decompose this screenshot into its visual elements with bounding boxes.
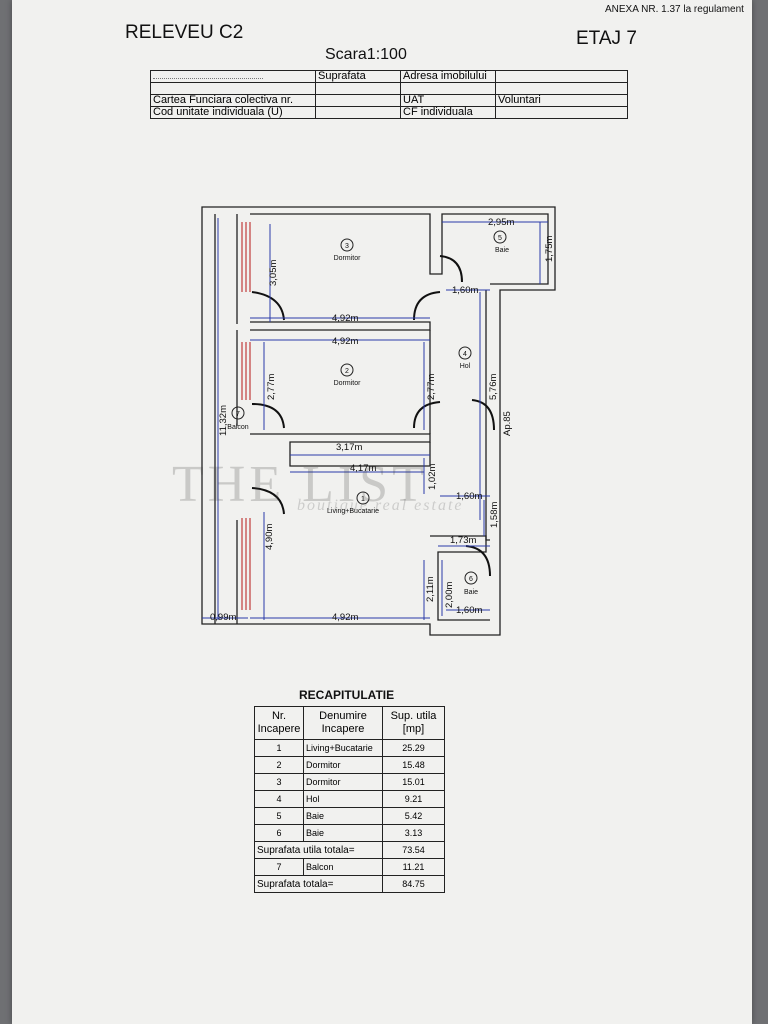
room-marker: 5 — [498, 235, 502, 242]
table-row: 5 Baie 5.42 — [254, 807, 445, 825]
dimension-label: 1,60m — [452, 285, 478, 296]
row-nr: 1 — [254, 739, 304, 757]
row-nr: 6 — [254, 824, 304, 842]
dimension-label: 4,92m — [332, 313, 358, 324]
row-name: Hol — [303, 790, 383, 808]
row-nr: 7 — [254, 858, 304, 876]
row-area: 11.21 — [382, 858, 445, 876]
room-marker: 4 — [463, 351, 467, 358]
row-nr: 2 — [254, 756, 304, 774]
scale-label: Scara1:100 — [325, 46, 407, 63]
row-name: Baie — [303, 824, 383, 842]
document-sheet: ANEXA NR. 1.37 la regulament RELEVEU C2 … — [12, 0, 752, 1024]
room-marker: 7 — [236, 411, 240, 418]
room-marker: 1 — [361, 496, 365, 503]
table-row: 2 Dormitor 15.48 — [254, 756, 445, 774]
cf-individuala-label: CF individuala — [400, 106, 496, 119]
dimension-label: 0,99m — [210, 612, 236, 623]
watermark-tagline: boutique real estate — [297, 497, 464, 514]
subtotal-label: Suprafata utila totala= — [254, 841, 383, 859]
dimension-label: 4,17m — [350, 463, 376, 474]
subtotal-value: 73.54 — [382, 841, 445, 859]
dimension-label: 2,77m — [266, 374, 277, 400]
room-marker: 2 — [345, 368, 349, 375]
row-area: 5.42 — [382, 807, 445, 825]
dimension-label: 1,02m — [427, 464, 438, 490]
dimension-label: 1,60m — [456, 491, 482, 502]
row-area: 9.21 — [382, 790, 445, 808]
room-label: Dormitor — [334, 255, 362, 262]
total-value: 84.75 — [382, 875, 445, 893]
row-nr: 4 — [254, 790, 304, 808]
room-label: Hol — [460, 363, 471, 370]
row-nr: 5 — [254, 807, 304, 825]
dimension-label: 4,90m — [264, 524, 275, 550]
room-marker: 3 — [345, 243, 349, 250]
row-name: Dormitor — [303, 773, 383, 791]
page-title: RELEVEU C2 — [125, 22, 244, 43]
dimension-label: 5,76m — [488, 374, 499, 400]
suprafata-label: Suprafata — [315, 70, 401, 83]
row-area: 15.48 — [382, 756, 445, 774]
table-row: 7 Balcon 11.21 — [254, 858, 445, 876]
room-label: Baie — [495, 247, 509, 254]
table-row: 1 Living+Bucatarie 25.29 — [254, 739, 445, 757]
adresa-label: Adresa imobilului — [400, 70, 496, 83]
row-name: Baie — [303, 807, 383, 825]
table-row: 4 Hol 9.21 — [254, 790, 445, 808]
dimension-label: Ap.85 — [502, 411, 513, 436]
room-label: Dormitor — [334, 380, 362, 387]
row-name: Balcon — [303, 858, 383, 876]
col-sup-header: Sup. utila [mp] — [382, 706, 445, 740]
row-area: 3.13 — [382, 824, 445, 842]
room-label: Baie — [464, 589, 478, 596]
carte-funciara-label: Cartea Funciara colectiva nr. — [150, 94, 316, 107]
dimension-label: 4,92m — [332, 612, 358, 623]
dimension-label: 1,60m — [456, 605, 482, 616]
uat-value: Voluntari — [495, 94, 628, 107]
outer-wall — [201, 206, 556, 636]
total-row: Suprafata totala= 84.75 — [254, 875, 445, 893]
recap-table: Nr. Incapere Denumire Incapere Sup. util… — [254, 706, 445, 893]
room-marker: 6 — [469, 576, 473, 583]
watermark-logo: THE LIST — [172, 456, 428, 513]
uat-label: UAT — [400, 94, 496, 107]
dimension-label: 3,17m — [336, 442, 362, 453]
dimension-label: 2,95m — [488, 217, 514, 228]
recap-title: RECAPITULATIE — [299, 688, 395, 702]
table-row: 6 Baie 3.13 — [254, 824, 445, 842]
row-area: 15.01 — [382, 773, 445, 791]
dimension-label: 1,58m — [489, 502, 500, 528]
dimension-label: 4,92m — [332, 336, 358, 347]
cod-unitate-label: Cod unitate individuala (U) — [150, 106, 316, 119]
col-denumire-header: Denumire Incapere — [303, 706, 383, 740]
dimension-label: 1,75m — [544, 236, 555, 262]
row-area: 25.29 — [382, 739, 445, 757]
col-nr-header: Nr. Incapere — [254, 706, 304, 740]
dimension-label: 2,11m — [425, 576, 436, 602]
total-label: Suprafata totala= — [254, 875, 383, 893]
row-name: Dormitor — [303, 756, 383, 774]
dimension-label: 11,32m — [218, 405, 229, 436]
row-name: Living+Bucatarie — [303, 739, 383, 757]
dimension-label: 1,73m — [450, 535, 476, 546]
floor-plan: 3 Dormitor 5 Baie 2 Dormitor 4 Hol 7 Bal… — [201, 206, 556, 636]
table-row: 3 Dormitor 15.01 — [254, 773, 445, 791]
dimension-label: 3,05m — [268, 260, 279, 286]
floor-label: ETAJ 7 — [576, 28, 637, 49]
dimension-label: 2,77m — [426, 374, 437, 400]
room-label: Balcon — [227, 424, 249, 431]
subtotal-row: Suprafata utila totala= 73.54 — [254, 841, 445, 859]
annex-note: ANEXA NR. 1.37 la regulament — [605, 4, 744, 15]
room-label: Living+Bucatarie — [327, 508, 379, 515]
info-table: Suprafata Adresa imobilului Cartea Funci… — [150, 70, 628, 119]
row-nr: 3 — [254, 773, 304, 791]
dimension-label: 2,00m — [444, 582, 455, 608]
